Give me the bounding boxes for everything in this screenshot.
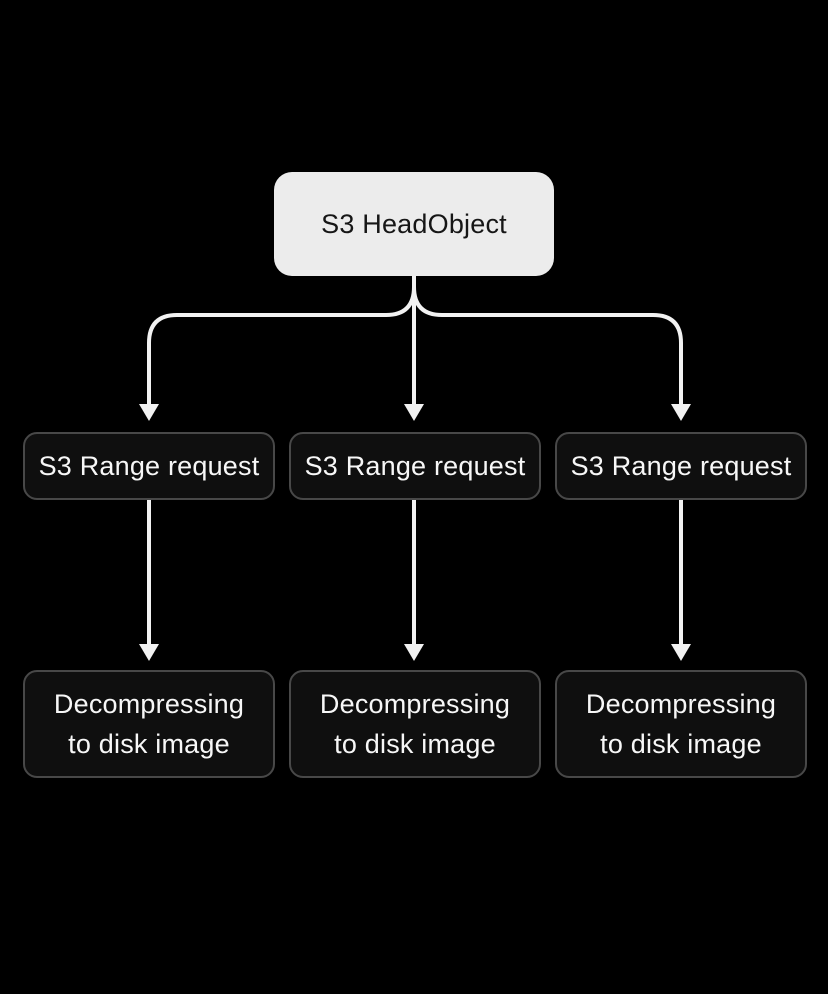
arrowhead-left-bottom <box>139 644 159 661</box>
node-s3-range-request-3: S3 Range request <box>555 432 807 500</box>
node-s3-range-request-1: S3 Range request <box>23 432 275 500</box>
arrowhead-middle-top <box>404 404 424 421</box>
arrowhead-middle-bottom <box>404 644 424 661</box>
node-decompressing-1-line2: to disk image <box>68 729 230 759</box>
node-decompressing-2: Decompressing to disk image <box>289 670 541 778</box>
node-s3-headobject-label: S3 HeadObject <box>321 209 507 239</box>
node-s3-headobject: S3 HeadObject <box>274 172 554 276</box>
node-decompressing-2-line1: Decompressing <box>319 689 511 719</box>
connector-root-to-left <box>147 286 416 404</box>
arrowhead-right-top <box>671 404 691 421</box>
arrowhead-left-top <box>139 404 159 421</box>
arrowhead-right-bottom <box>671 644 691 661</box>
node-s3-range-request-2-label: S3 Range request <box>304 451 526 481</box>
node-decompressing-3-line2: to disk image <box>600 729 762 759</box>
node-s3-range-request-2: S3 Range request <box>289 432 541 500</box>
node-decompressing-3-line1: Decompressing <box>585 689 777 719</box>
node-s3-range-request-3-label: S3 Range request <box>570 451 792 481</box>
node-decompressing-3: Decompressing to disk image <box>555 670 807 778</box>
node-decompressing-2-line2: to disk image <box>334 729 496 759</box>
node-decompressing-1: Decompressing to disk image <box>23 670 275 778</box>
node-decompressing-1-line1: Decompressing <box>53 689 245 719</box>
connector-root-to-right <box>412 286 683 404</box>
node-s3-range-request-1-label: S3 Range request <box>38 451 260 481</box>
